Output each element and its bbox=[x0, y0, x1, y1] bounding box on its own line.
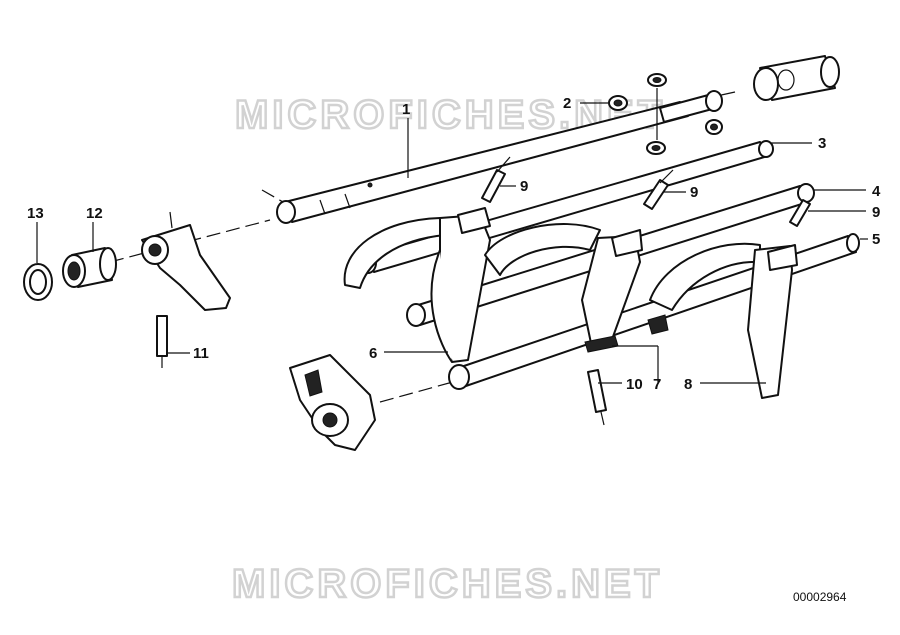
callout-8: 8 bbox=[684, 376, 692, 393]
callout-9c: 9 bbox=[872, 204, 880, 221]
shift-rod-1 bbox=[276, 90, 723, 224]
sleeve-12 bbox=[62, 247, 117, 288]
fork-clamps bbox=[457, 207, 798, 271]
callout-13: 13 bbox=[27, 205, 44, 222]
roll-pin-9a bbox=[481, 156, 511, 203]
roll-pin-9c bbox=[789, 199, 811, 227]
callout-9b: 9 bbox=[690, 184, 698, 201]
callout-11: 11 bbox=[193, 345, 209, 362]
watermark-top: MICROFICHES.NET bbox=[235, 93, 666, 137]
callout-9a: 9 bbox=[520, 178, 528, 195]
diagram-code: 00002964 bbox=[793, 590, 847, 604]
callout-6: 6 bbox=[369, 345, 377, 362]
shift-lever-block bbox=[289, 354, 376, 451]
callout-3: 3 bbox=[818, 135, 826, 152]
callout-1: 1 bbox=[402, 101, 410, 118]
callout-7: 7 bbox=[653, 376, 661, 393]
callout-labels: 1 2 3 4 5 6 7 8 9 9 9 10 11 12 13 bbox=[27, 95, 881, 393]
callout-12: 12 bbox=[86, 205, 103, 222]
roll-pin-9b bbox=[643, 169, 674, 210]
seal-ring-13 bbox=[23, 263, 53, 301]
watermark-bottom: MICROFICHES.NET bbox=[232, 562, 663, 606]
sleeve-end-cap bbox=[753, 55, 840, 101]
leader-lines bbox=[36, 102, 868, 384]
callout-2: 2 bbox=[563, 95, 571, 112]
selector-finger bbox=[141, 211, 231, 311]
roll-pin-11 bbox=[156, 315, 168, 368]
callout-5: 5 bbox=[872, 231, 880, 248]
callout-4: 4 bbox=[872, 183, 881, 200]
bushing-set-2 bbox=[608, 73, 723, 155]
callout-10: 10 bbox=[626, 376, 643, 393]
shift-fork-6 bbox=[343, 214, 491, 363]
roll-pin-10 bbox=[587, 369, 607, 426]
